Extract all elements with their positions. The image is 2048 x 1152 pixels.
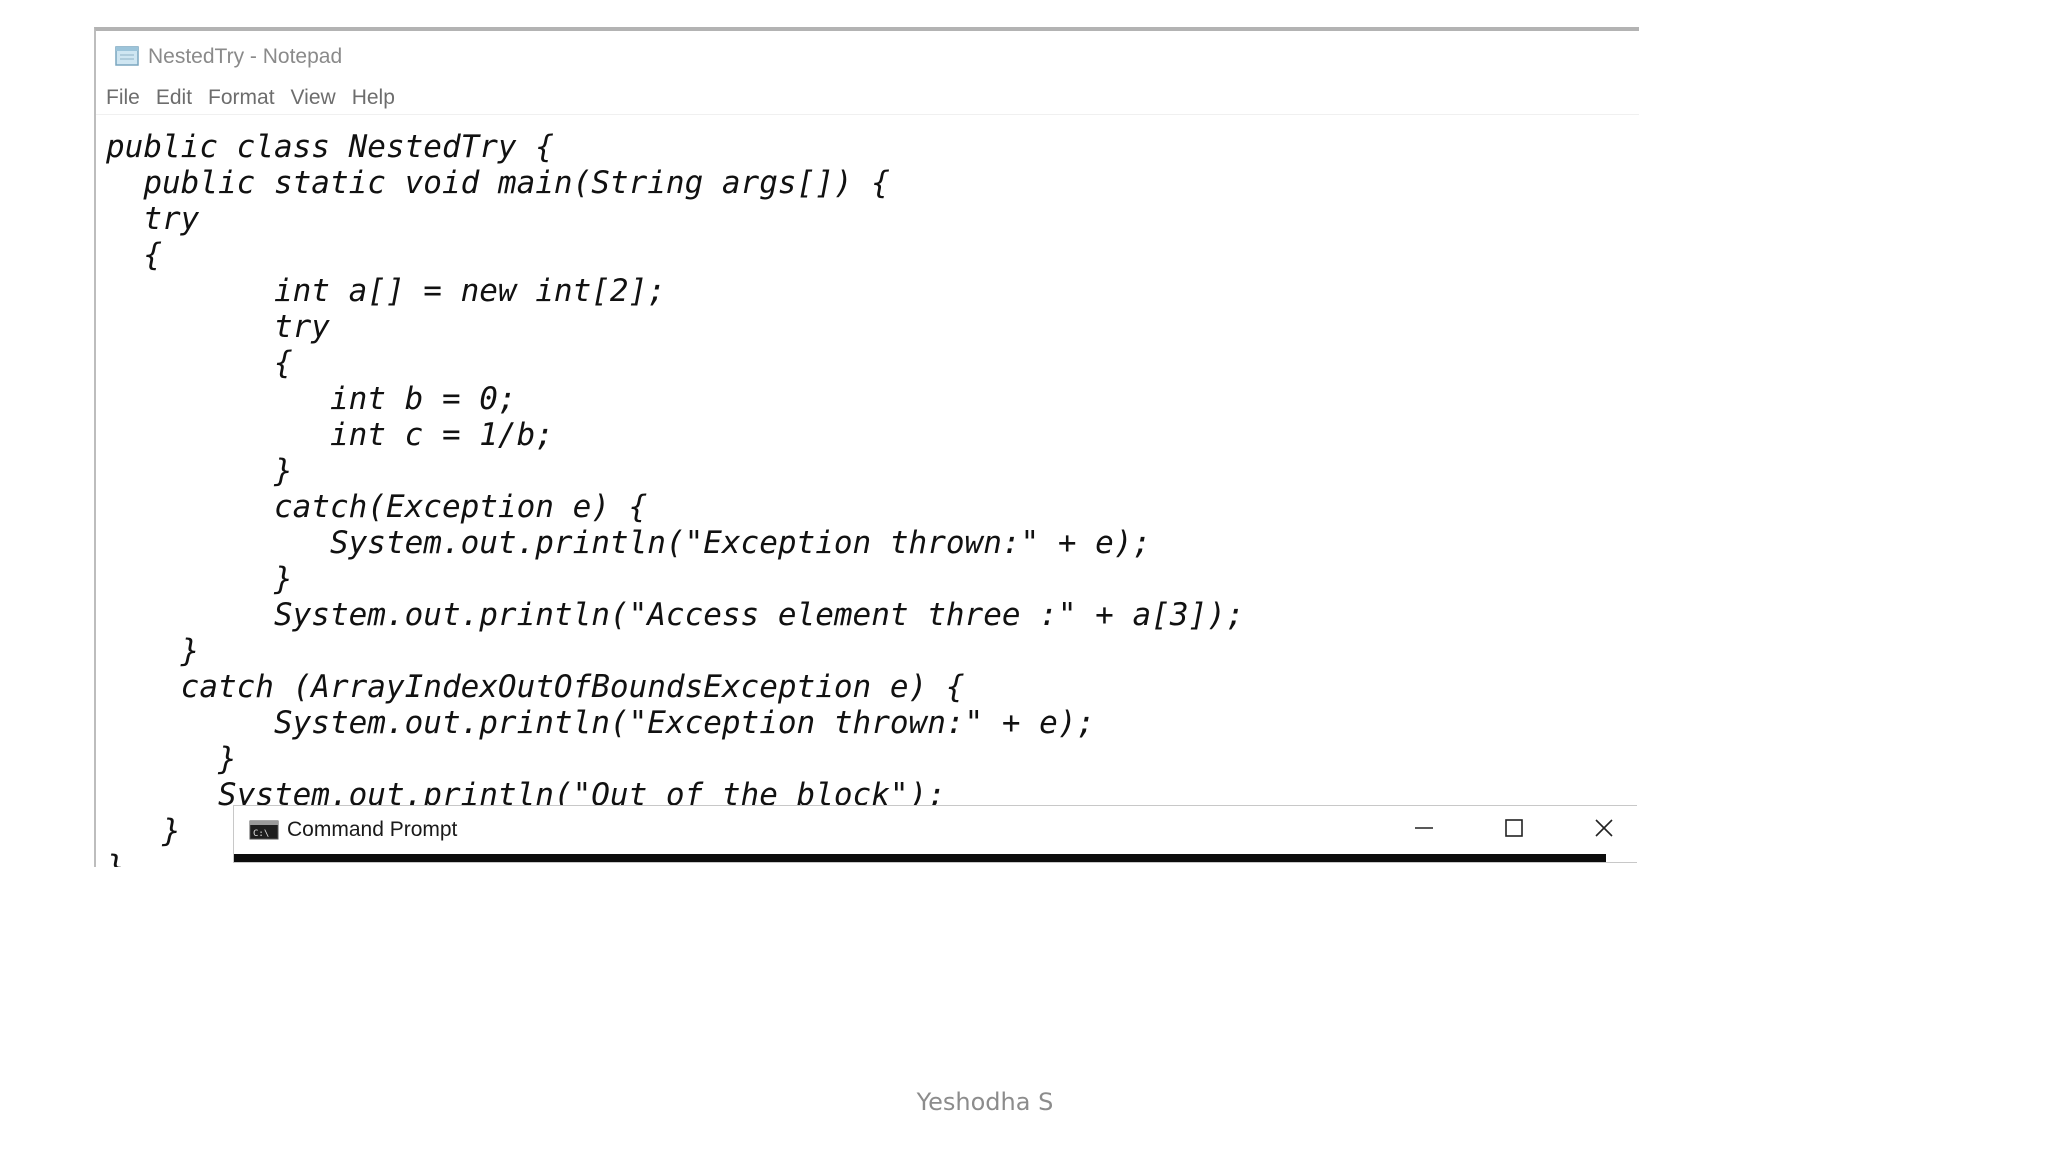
notepad-text-area[interactable]: public class NestedTry { public static v… <box>106 117 1626 867</box>
code-line: int c = 1/b; <box>106 417 554 453</box>
code-line: } <box>106 741 237 777</box>
notepad-icon <box>114 45 140 67</box>
menu-edit[interactable]: Edit <box>155 85 193 109</box>
menu-format[interactable]: Format <box>208 85 275 109</box>
maximize-button[interactable] <box>1484 810 1544 850</box>
notepad-menubar: File Edit Format View Help <box>96 81 1639 115</box>
code-line: catch (ArrayIndexOutOfBoundsException e)… <box>106 669 965 705</box>
slide-footer-author: Yeshodha S <box>916 1088 1054 1116</box>
notepad-title: NestedTry - Notepad <box>148 45 343 68</box>
svg-text:C:\: C:\ <box>253 829 269 839</box>
command-prompt-title: Command Prompt <box>287 818 458 841</box>
cmd-icon: C:\ <box>249 820 279 840</box>
menu-help[interactable]: Help <box>351 85 395 109</box>
menu-file[interactable]: File <box>106 85 140 109</box>
code-line: } <box>106 813 181 849</box>
code-line: System.out.println("Exception thrown:" +… <box>106 525 1152 561</box>
minimize-button[interactable] <box>1394 810 1454 850</box>
code-line: try <box>106 309 330 345</box>
code-line: catch(Exception e) { <box>106 489 648 525</box>
code-line: } <box>106 561 293 597</box>
close-icon <box>1593 817 1615 843</box>
close-button[interactable] <box>1574 810 1634 850</box>
code-line: { <box>106 345 293 381</box>
menu-view[interactable]: View <box>290 85 336 109</box>
code-line: try <box>106 201 200 237</box>
code-line: public static void main(String args[]) { <box>106 165 890 201</box>
code-line: System.out.println("Exception thrown:" +… <box>106 705 1096 741</box>
code-line: } <box>106 453 293 489</box>
code-line: { <box>106 237 162 273</box>
command-prompt-titlebar[interactable]: C:\ Command Prompt <box>234 806 1637 854</box>
notepad-window: NestedTry - Notepad File Edit Format Vie… <box>94 27 1639 867</box>
notepad-titlebar[interactable]: NestedTry - Notepad <box>96 31 1639 81</box>
minimize-icon <box>1413 817 1435 843</box>
code-line: } <box>106 633 200 669</box>
maximize-icon <box>1503 817 1525 843</box>
code-line: int a[] = new int[2]; <box>106 273 666 309</box>
code-line: System.out.println("Access element three… <box>106 597 1245 633</box>
code-line: public class NestedTry { <box>106 129 554 165</box>
code-line: } <box>106 849 125 867</box>
command-prompt-window: C:\ Command Prompt <box>233 805 1637 863</box>
code-line: int b = 0; <box>106 381 517 417</box>
command-prompt-console[interactable] <box>234 854 1606 862</box>
